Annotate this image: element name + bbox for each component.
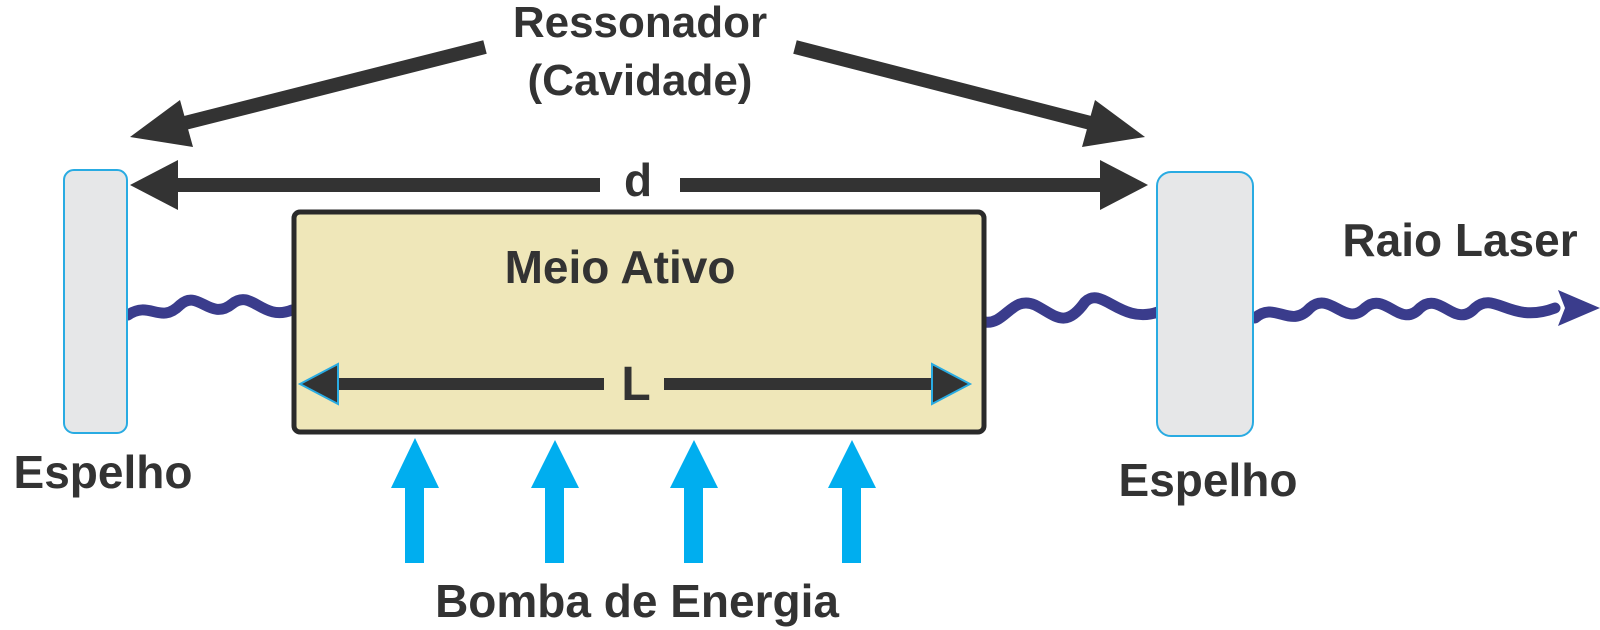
- laser-beam-label: Raio Laser: [1342, 214, 1577, 266]
- pump-arrow-4-up-arrow-icon: [828, 440, 876, 563]
- mirror-right-label: Espelho: [1119, 454, 1298, 506]
- distance-arrow: [130, 160, 1148, 210]
- active-medium-box: [291, 209, 987, 435]
- resonator-label-line2: (Cavidade): [528, 56, 753, 105]
- mirror-right: [1156, 171, 1254, 437]
- laser-beam-arrowhead-icon: [1558, 290, 1600, 326]
- length-arrow: [297, 362, 973, 406]
- length-label: L: [621, 358, 650, 411]
- distance-label: d: [624, 154, 652, 206]
- resonator-arrow-left: [130, 40, 487, 147]
- pump-arrow-1-up-arrow-icon: [391, 438, 439, 563]
- energy-pump-label: Bomba de Energia: [435, 575, 839, 627]
- resonator-label-line1: Ressonador: [513, 0, 767, 47]
- active-medium-label: Meio Ativo: [505, 241, 736, 293]
- resonator-arrow-right: [793, 40, 1145, 147]
- laser-beam-wave: [1249, 297, 1561, 324]
- wave-middle: [979, 292, 1164, 328]
- pump-arrow-2-up-arrow-icon: [531, 440, 579, 563]
- pump-arrow-3-up-arrow-icon: [670, 440, 718, 563]
- mirror-left-label: Espelho: [14, 446, 193, 498]
- mirror-left: [63, 169, 128, 434]
- wave-left: [122, 294, 298, 321]
